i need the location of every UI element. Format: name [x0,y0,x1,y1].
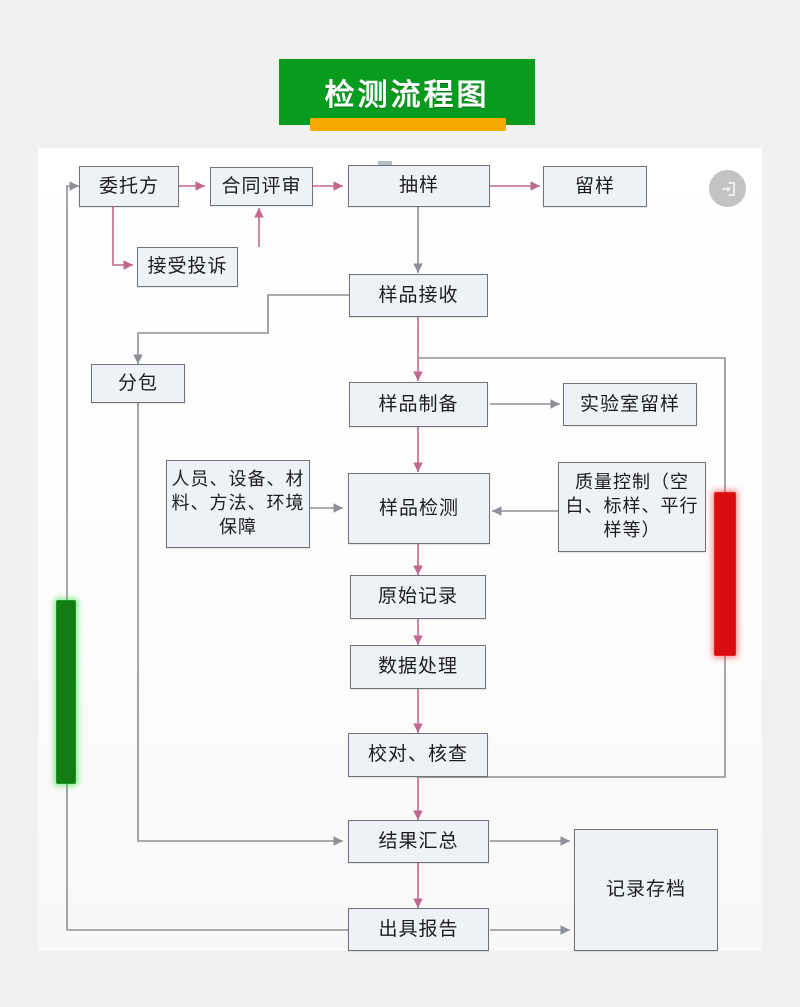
node-original-record[interactable]: 原始记录 [350,575,486,619]
node-lab-retained-sample[interactable]: 实验室留样 [563,383,697,426]
node-issue-report[interactable]: 出具报告 [348,908,489,951]
sampling-tab-nub [378,161,392,168]
node-label: 合同评审 [221,174,302,197]
page-title-banner: 检测流程图 [279,59,535,135]
node-sample-receiving[interactable]: 样品接收 [349,274,488,317]
node-record-archive[interactable]: 记录存档 [574,829,718,951]
node-label: 委托方 [98,174,159,197]
node-retain-sample[interactable]: 留样 [543,166,647,207]
node-sample-preparation[interactable]: 样品制备 [349,382,488,427]
node-label: 样品接收 [378,283,459,306]
enter-arrow-button[interactable] [709,170,746,207]
node-contract-review[interactable]: 合同评审 [210,167,313,206]
node-data-processing[interactable]: 数据处理 [350,645,486,689]
red-highlight-marker [714,492,736,656]
page-title: 检测流程图 [324,78,490,113]
node-proofread-verify[interactable]: 校对、核查 [348,733,488,777]
title-underline [310,118,506,131]
node-client[interactable]: 委托方 [79,166,179,207]
node-label: 分包 [117,371,158,394]
node-label: 原始记录 [377,585,458,608]
node-quality-control[interactable]: 质量控制（空白、标样、平行样等） [558,462,706,552]
node-sample-testing[interactable]: 样品检测 [348,473,490,544]
node-label: 记录存档 [605,878,686,901]
node-accept-complaint[interactable]: 接受投诉 [137,247,238,287]
node-label: 留样 [574,174,615,197]
node-label: 实验室留样 [579,392,680,415]
node-label: 数据处理 [377,655,458,678]
node-label: 出具报告 [378,917,459,940]
node-result-summary[interactable]: 结果汇总 [348,820,489,863]
node-label: 人员、设备、材料、方法、环境保障 [171,469,305,538]
node-label: 样品检测 [378,496,459,519]
title-background [279,59,535,125]
node-sampling[interactable]: 抽样 [348,165,490,207]
node-label: 接受投诉 [147,255,228,278]
node-label: 校对、核查 [367,743,468,766]
node-resource-assurance[interactable]: 人员、设备、材料、方法、环境保障 [166,460,310,548]
node-label: 样品制备 [378,392,459,415]
enter-arrow-icon [721,181,735,196]
node-label: 质量控制（空白、标样、平行样等） [565,472,699,541]
green-highlight-marker [56,600,76,784]
node-label: 抽样 [398,174,439,197]
node-label: 结果汇总 [378,829,459,852]
node-subcontract[interactable]: 分包 [91,364,185,403]
